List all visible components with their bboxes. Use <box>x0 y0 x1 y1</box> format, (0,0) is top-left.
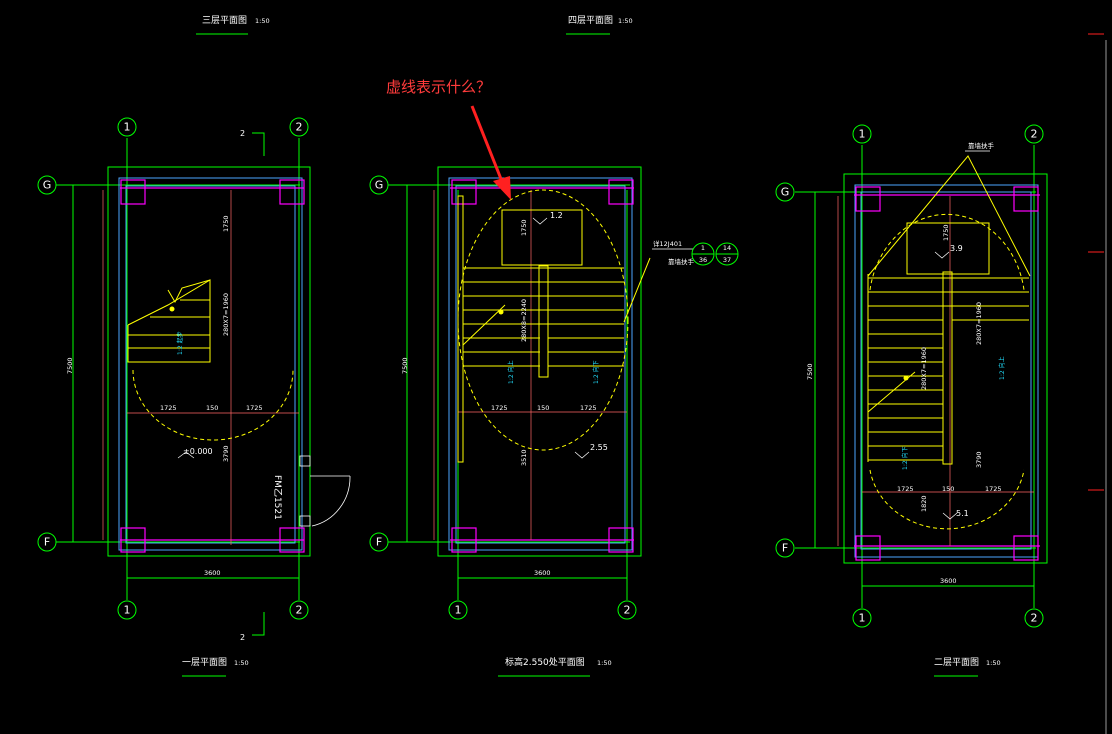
level-mark: ±0.000 <box>183 447 213 456</box>
detail-left-top: 1 <box>701 244 705 252</box>
axis-bubble-2: 2 <box>624 604 631 617</box>
axis-bubble-2: 2 <box>296 121 303 134</box>
dim-overall-width: 3600 <box>534 569 551 577</box>
dim-h-3: 1725 <box>985 485 1002 493</box>
dim-v-4: 280X7=1960 <box>920 347 928 390</box>
plan-title: 一层平面图 <box>182 657 227 668</box>
axis-bubble-1: 1 <box>859 612 866 625</box>
axis-bubble-2: 2 <box>296 604 303 617</box>
dim-overall-depth: 7500 <box>401 357 409 374</box>
title-scale: 1:50 <box>618 17 633 25</box>
title-scale: 1:50 <box>255 17 270 25</box>
dim-v-5: 1820 <box>920 495 928 512</box>
dim-overall-depth: 7500 <box>66 357 74 374</box>
annotation-text: 虚线表示什么？ <box>386 78 491 96</box>
stair-note-down: 1:2 向下 <box>901 446 909 470</box>
axis-bubble-1: 1 <box>124 121 131 134</box>
plan-first-floor: 1:2 起步 2 2 1725 150 1725 1750 280X7=1960… <box>37 117 351 677</box>
dim-h-1: 1725 <box>491 404 508 412</box>
level-mark-landing: 2.55 <box>590 443 608 452</box>
dim-h-1: 1725 <box>897 485 914 493</box>
door-label: FM乙1521 <box>272 475 283 520</box>
title-fourth-floor: 四层平面图 1:50 <box>566 15 633 35</box>
plan-mid-landing: 1.2 2.55 1725 150 1725 1750 280X8=2240 3… <box>369 166 739 677</box>
arrow-pointer-icon <box>470 105 511 200</box>
dim-v-2: 280X8=2240 <box>520 299 528 342</box>
plan-second-floor: 靠墙扶手 3.9 5.1 1725 150 1725 1750 280X7=19… <box>775 124 1048 677</box>
dim-h-2: 150 <box>206 404 218 412</box>
stair-note-down: 1:2 向下 <box>592 360 600 384</box>
axis-bubble-1: 1 <box>859 128 866 141</box>
detail-code: 详12J401 <box>653 239 682 248</box>
axis-bubble-g: G <box>781 186 790 199</box>
axis-bubble-2: 2 <box>1031 612 1038 625</box>
plan-title: 标高2.550处平面图 <box>505 656 585 668</box>
handrail-note: 靠墙扶手 <box>968 141 995 150</box>
dim-overall-depth: 7500 <box>806 363 814 380</box>
dim-v-1: 1750 <box>520 219 528 236</box>
detail-left-bottom: 36 <box>699 256 707 264</box>
dim-v-2: 280X7=1960 <box>222 293 230 336</box>
section-mark-bottom: 2 <box>240 633 245 642</box>
axis-bubble-f: F <box>782 542 788 555</box>
detail-right-top: 14 <box>723 244 731 252</box>
dim-h-2: 150 <box>942 485 954 493</box>
dim-v-3: 3790 <box>975 451 983 468</box>
axis-bubble-2: 2 <box>1031 128 1038 141</box>
plan-scale: 1:50 <box>234 659 249 667</box>
dim-h-1: 1725 <box>160 404 177 412</box>
axis-bubble-f: F <box>44 536 50 549</box>
title-text: 三层平面图 <box>202 15 247 26</box>
detail-right-bottom: 37 <box>723 256 731 264</box>
axis-bubble-g: G <box>375 179 384 192</box>
axis-bubble-g: G <box>43 179 52 192</box>
level-mark-landing: 5.1 <box>956 509 969 518</box>
edge-marks <box>1088 33 1107 734</box>
axis-bubble-1: 1 <box>124 604 131 617</box>
dim-v-3: 3510 <box>520 449 528 466</box>
door-swing <box>299 455 351 527</box>
axis-bubble-f: F <box>376 536 382 549</box>
dim-h-3: 1725 <box>246 404 263 412</box>
detail-note: 靠墙扶手 <box>668 257 695 266</box>
dim-overall-width: 3600 <box>204 569 221 577</box>
dim-v-1: 1750 <box>222 215 230 232</box>
dim-v-2: 280X7=1960 <box>975 302 983 345</box>
dim-v-3: 3790 <box>222 445 230 462</box>
dim-overall-width: 3600 <box>940 577 957 585</box>
section-mark-top: 2 <box>240 129 245 138</box>
title-third-floor: 三层平面图 1:50 <box>196 15 270 35</box>
plan-scale: 1:50 <box>597 659 612 667</box>
dim-h-2: 150 <box>537 404 549 412</box>
detail-reference: 详12J401 靠墙扶手 1 36 14 37 <box>652 239 739 266</box>
stair-note: 1:2 起步 <box>176 331 184 355</box>
plan-title: 二层平面图 <box>934 657 979 668</box>
level-mark-upper: 3.9 <box>950 244 963 253</box>
axis-bubble-1: 1 <box>455 604 462 617</box>
level-mark-upper: 1.2 <box>550 211 563 220</box>
dim-h-3: 1725 <box>580 404 597 412</box>
dim-v-1: 1750 <box>942 224 950 241</box>
stair-note-up: 1:2 向上 <box>507 360 515 384</box>
plan-scale: 1:50 <box>986 659 1001 667</box>
stair-note-up: 1:2 向上 <box>998 356 1006 380</box>
question-annotation: 虚线表示什么？ <box>386 78 511 200</box>
title-text: 四层平面图 <box>568 15 613 26</box>
